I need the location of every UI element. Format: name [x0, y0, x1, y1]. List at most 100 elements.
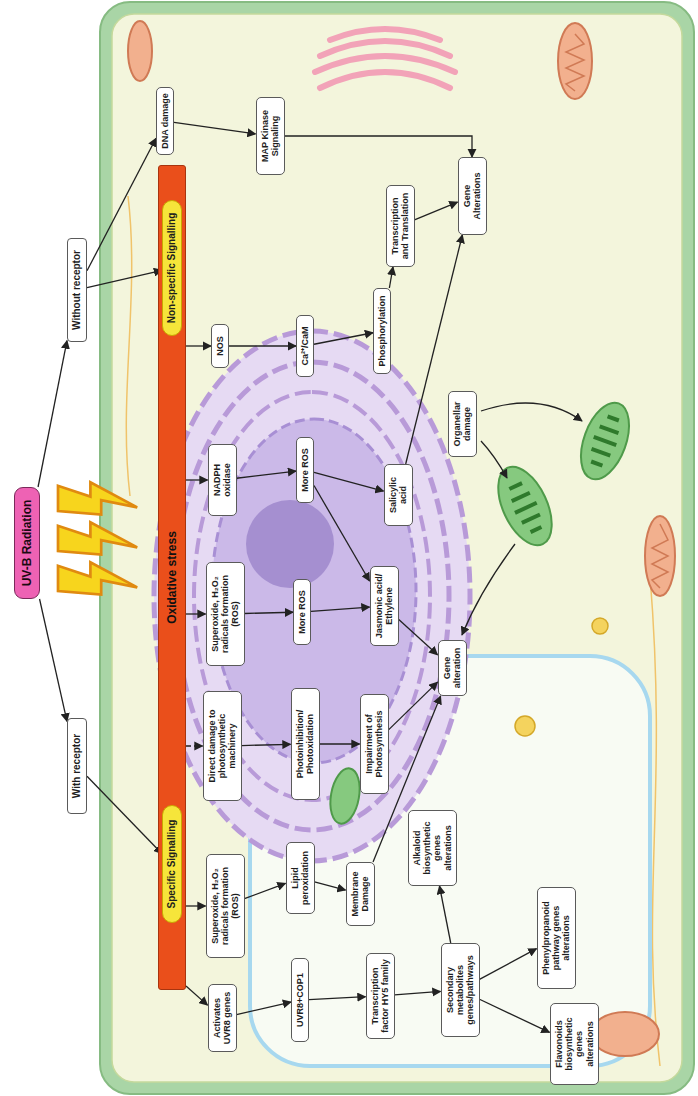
connector-arrow	[320, 743, 360, 744]
cristae	[566, 34, 584, 91]
chloroplast	[326, 766, 363, 826]
node-label: Gene alteration	[442, 645, 463, 691]
node-label: More ROS	[300, 442, 310, 498]
process-box: Jasmonic acid/ Ethylene	[370, 566, 399, 646]
golgi-cisterna	[320, 72, 450, 88]
thylakoid-stack	[586, 414, 625, 467]
connector-arrow	[389, 267, 393, 288]
process-box: Superoxide, H₂O₂ radicals formation (ROS…	[206, 854, 245, 958]
damage-arrow	[481, 441, 507, 478]
connector-arrow	[186, 905, 206, 906]
chloroplast	[487, 459, 562, 554]
connector-arrow	[439, 886, 450, 943]
connector-arrow	[415, 202, 458, 220]
node-label: NOS	[215, 329, 225, 363]
connector-arrow	[245, 883, 286, 898]
golgi-apparatus	[315, 29, 455, 88]
connector-arrow	[237, 1002, 292, 1015]
node-label: Impairment of Photosynthesis	[364, 699, 385, 789]
connector-arrow	[314, 472, 384, 491]
node-label: Lipid peroxidation	[290, 847, 311, 909]
stress-bar: Oxidative stressSpecific SignallingNon-s…	[158, 165, 186, 990]
process-box: More ROS	[296, 437, 314, 503]
node-label: Phosphorylation	[377, 293, 387, 369]
process-box: Gene alteration	[438, 640, 467, 696]
lightning-bolt	[58, 562, 137, 594]
connector-arrow	[311, 607, 370, 611]
signalling-pill: Specific Signalling	[162, 805, 182, 923]
connector-arrow	[314, 333, 373, 344]
connector-arrow	[314, 485, 370, 581]
node-label: Transcription factor HY5 family	[370, 958, 391, 1034]
damage-arrow	[481, 403, 582, 421]
golgi-cisterna	[330, 29, 440, 40]
chloroplast-body	[487, 459, 562, 554]
process-box: Gene Alterations	[458, 157, 487, 235]
node-label: Gene Alterations	[462, 162, 483, 230]
vesicle	[592, 618, 608, 634]
chloroplast-arrow	[462, 544, 515, 635]
node-label: NADPH oxidase	[212, 449, 233, 511]
node-label: Transcription and Translation	[390, 190, 411, 262]
lightning-bolt	[58, 482, 137, 514]
connector-arrow	[87, 270, 162, 287]
connector-arrow	[186, 479, 208, 480]
uv-lightning	[58, 482, 137, 594]
cytoplasm	[112, 14, 682, 1082]
node-label: Non-specific Signalling	[166, 207, 178, 329]
process-box: Alkaloid biosynthetic genes alterations	[408, 810, 457, 886]
connector-arrow	[186, 613, 206, 614]
endoplasmic-reticulum	[154, 331, 470, 861]
receptor-box: Without receptor	[67, 238, 87, 342]
process-box: Impairment of Photosynthesis	[360, 694, 389, 794]
connector-arrow	[186, 345, 211, 346]
process-box: Ca²⁺/CaM	[296, 315, 314, 377]
node-label: Without receptor	[71, 243, 83, 337]
golgi-cisterna	[320, 41, 450, 56]
mitochondrion-body	[128, 21, 152, 81]
connector-arrow	[480, 999, 550, 1032]
chloroplast	[572, 396, 639, 486]
mitochondrion-body	[558, 23, 592, 99]
node-label: Alkaloid biosynthetic genes alterations	[412, 815, 453, 881]
process-box: Activates UVR8 genes	[208, 984, 237, 1052]
process-box: Lipid peroxidation	[286, 842, 315, 914]
process-box: Secondary metabolites genes/pathways	[441, 943, 480, 1037]
node-label: Membrane Damage	[350, 867, 371, 921]
connector-arrow	[229, 345, 296, 346]
connector-arrow	[87, 776, 162, 853]
connector-arrow	[480, 949, 537, 980]
node-label: Secondary metabolites genes/pathways	[445, 948, 476, 1032]
process-box: DNA damage	[156, 87, 174, 155]
process-box: Phosphorylation	[373, 288, 391, 374]
endoplasmic-reticulum	[175, 362, 449, 830]
connector-arrow	[395, 991, 441, 994]
process-box: Superoxide, H₂O₂ radicals formation (ROS…	[206, 562, 245, 666]
connector-arrow	[399, 619, 438, 655]
connector-arrow	[237, 471, 297, 478]
node-label: Ca²⁺/CaM	[300, 320, 310, 372]
node-label: More ROS	[297, 584, 307, 640]
node-label: Organellar damage	[452, 396, 473, 452]
process-box: Organellar damage	[448, 391, 477, 457]
connector-arrow	[186, 745, 203, 746]
node-label: Superoxide, H₂O₂ radicals formation (ROS…	[210, 567, 241, 661]
connector-arrow	[242, 744, 291, 745]
connector-arrow	[40, 599, 67, 721]
nucleolus	[246, 500, 334, 588]
connector-arrow	[245, 612, 294, 613]
node-label: Flavonoids biosynthetic genes alteration…	[554, 1008, 595, 1080]
process-box: Flavonoids biosynthetic genes alteration…	[550, 1003, 599, 1085]
lightning-bolt	[58, 522, 137, 554]
process-box: MAP Kinase Signaling	[256, 97, 285, 175]
node-label: UVR8+COP1	[295, 963, 305, 1037]
process-box: Photoinhibition/ Photoxidation	[291, 688, 320, 800]
process-box: Transcription factor HY5 family	[366, 953, 395, 1039]
connector-arrow	[315, 882, 346, 890]
signalling-pill: Non-specific Signalling	[162, 200, 182, 336]
receptor-box: With receptor	[67, 718, 87, 814]
connector-arrow	[174, 122, 256, 134]
node-label: With receptor	[71, 723, 83, 809]
node-label: Salicylic acid	[388, 469, 409, 521]
